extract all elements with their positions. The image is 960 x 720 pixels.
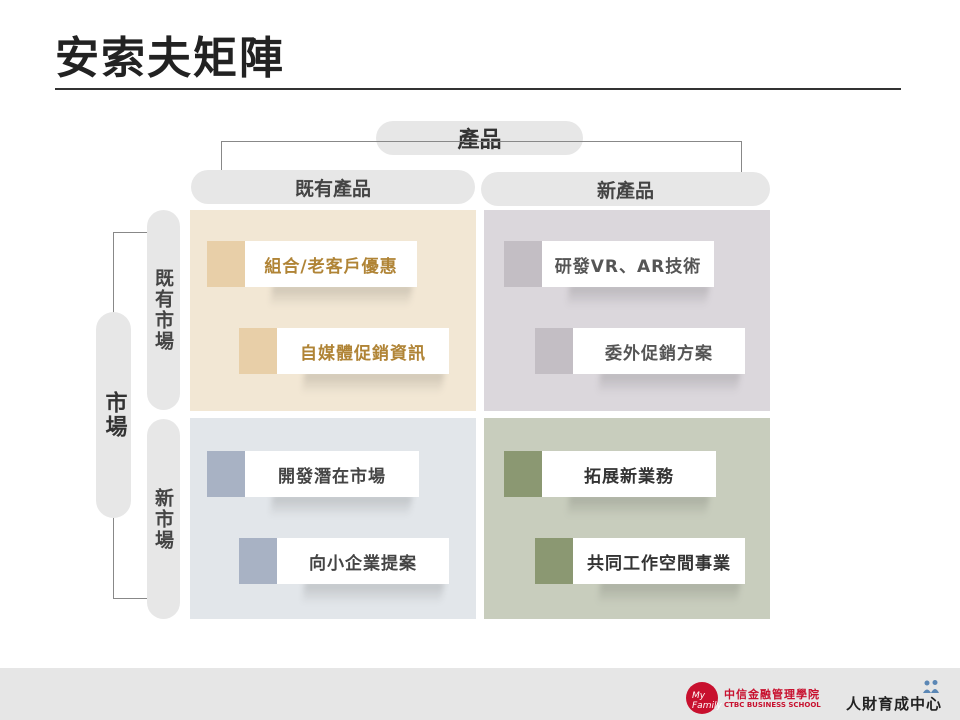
product-axis-pill: 產品: [376, 121, 583, 155]
tag-swatch: [207, 451, 245, 497]
tag-card: 自媒體促銷資訊: [277, 328, 449, 374]
ctbc-logo-mark: My Family: [692, 691, 722, 711]
header-new-product: 新產品: [481, 172, 770, 206]
tag-swatch: [207, 241, 245, 287]
footer-bar: [0, 668, 960, 720]
market-axis-pill: 市場: [96, 312, 131, 518]
tag-card: 共同工作空間事業: [573, 538, 745, 584]
tag-card: 向小企業提案: [277, 538, 449, 584]
ctbc-name-en: CTBC BUSINESS SCHOOL: [724, 701, 821, 709]
tag-swatch: [504, 241, 542, 287]
market-axis-label: 市場: [101, 391, 127, 439]
tag-swatch: [535, 538, 573, 584]
ctbc-name-cn: 中信金融管理學院: [724, 688, 820, 701]
quadrant-existing-product-existing-market: 組合/老客戶優惠 自媒體促銷資訊: [190, 210, 476, 411]
header-existing-product: 既有產品: [191, 170, 475, 204]
header-new-market: 新市場: [147, 419, 180, 619]
product-axis-label: 產品: [457, 128, 502, 153]
quadrant-new-product-existing-market: 研發VR、AR技術 委外促銷方案: [484, 210, 770, 411]
ctbc-logo-icon: My Family: [686, 682, 722, 714]
tag-card: 研發VR、AR技術: [542, 241, 714, 287]
quadrant-new-product-new-market: 拓展新業務 共同工作空間事業: [484, 418, 770, 619]
tag-card: 委外促銷方案: [573, 328, 745, 374]
tag-card: 開發潛在市場: [245, 451, 419, 497]
product-bracket: [221, 141, 742, 172]
people-icon: [923, 680, 939, 693]
tag-swatch: [504, 451, 542, 497]
tag-swatch: [239, 538, 277, 584]
title-rule: [55, 88, 901, 90]
hr-center-logo: 人財育成中心: [846, 695, 943, 713]
tag-swatch: [239, 328, 277, 374]
quadrant-existing-product-new-market: 開發潛在市場 向小企業提案: [190, 418, 476, 619]
page-title: 安索夫矩陣: [55, 33, 285, 84]
tag-card: 拓展新業務: [542, 451, 716, 497]
tag-card: 組合/老客戶優惠: [245, 241, 417, 287]
tag-swatch: [535, 328, 573, 374]
header-existing-market: 既有市場: [147, 210, 180, 410]
